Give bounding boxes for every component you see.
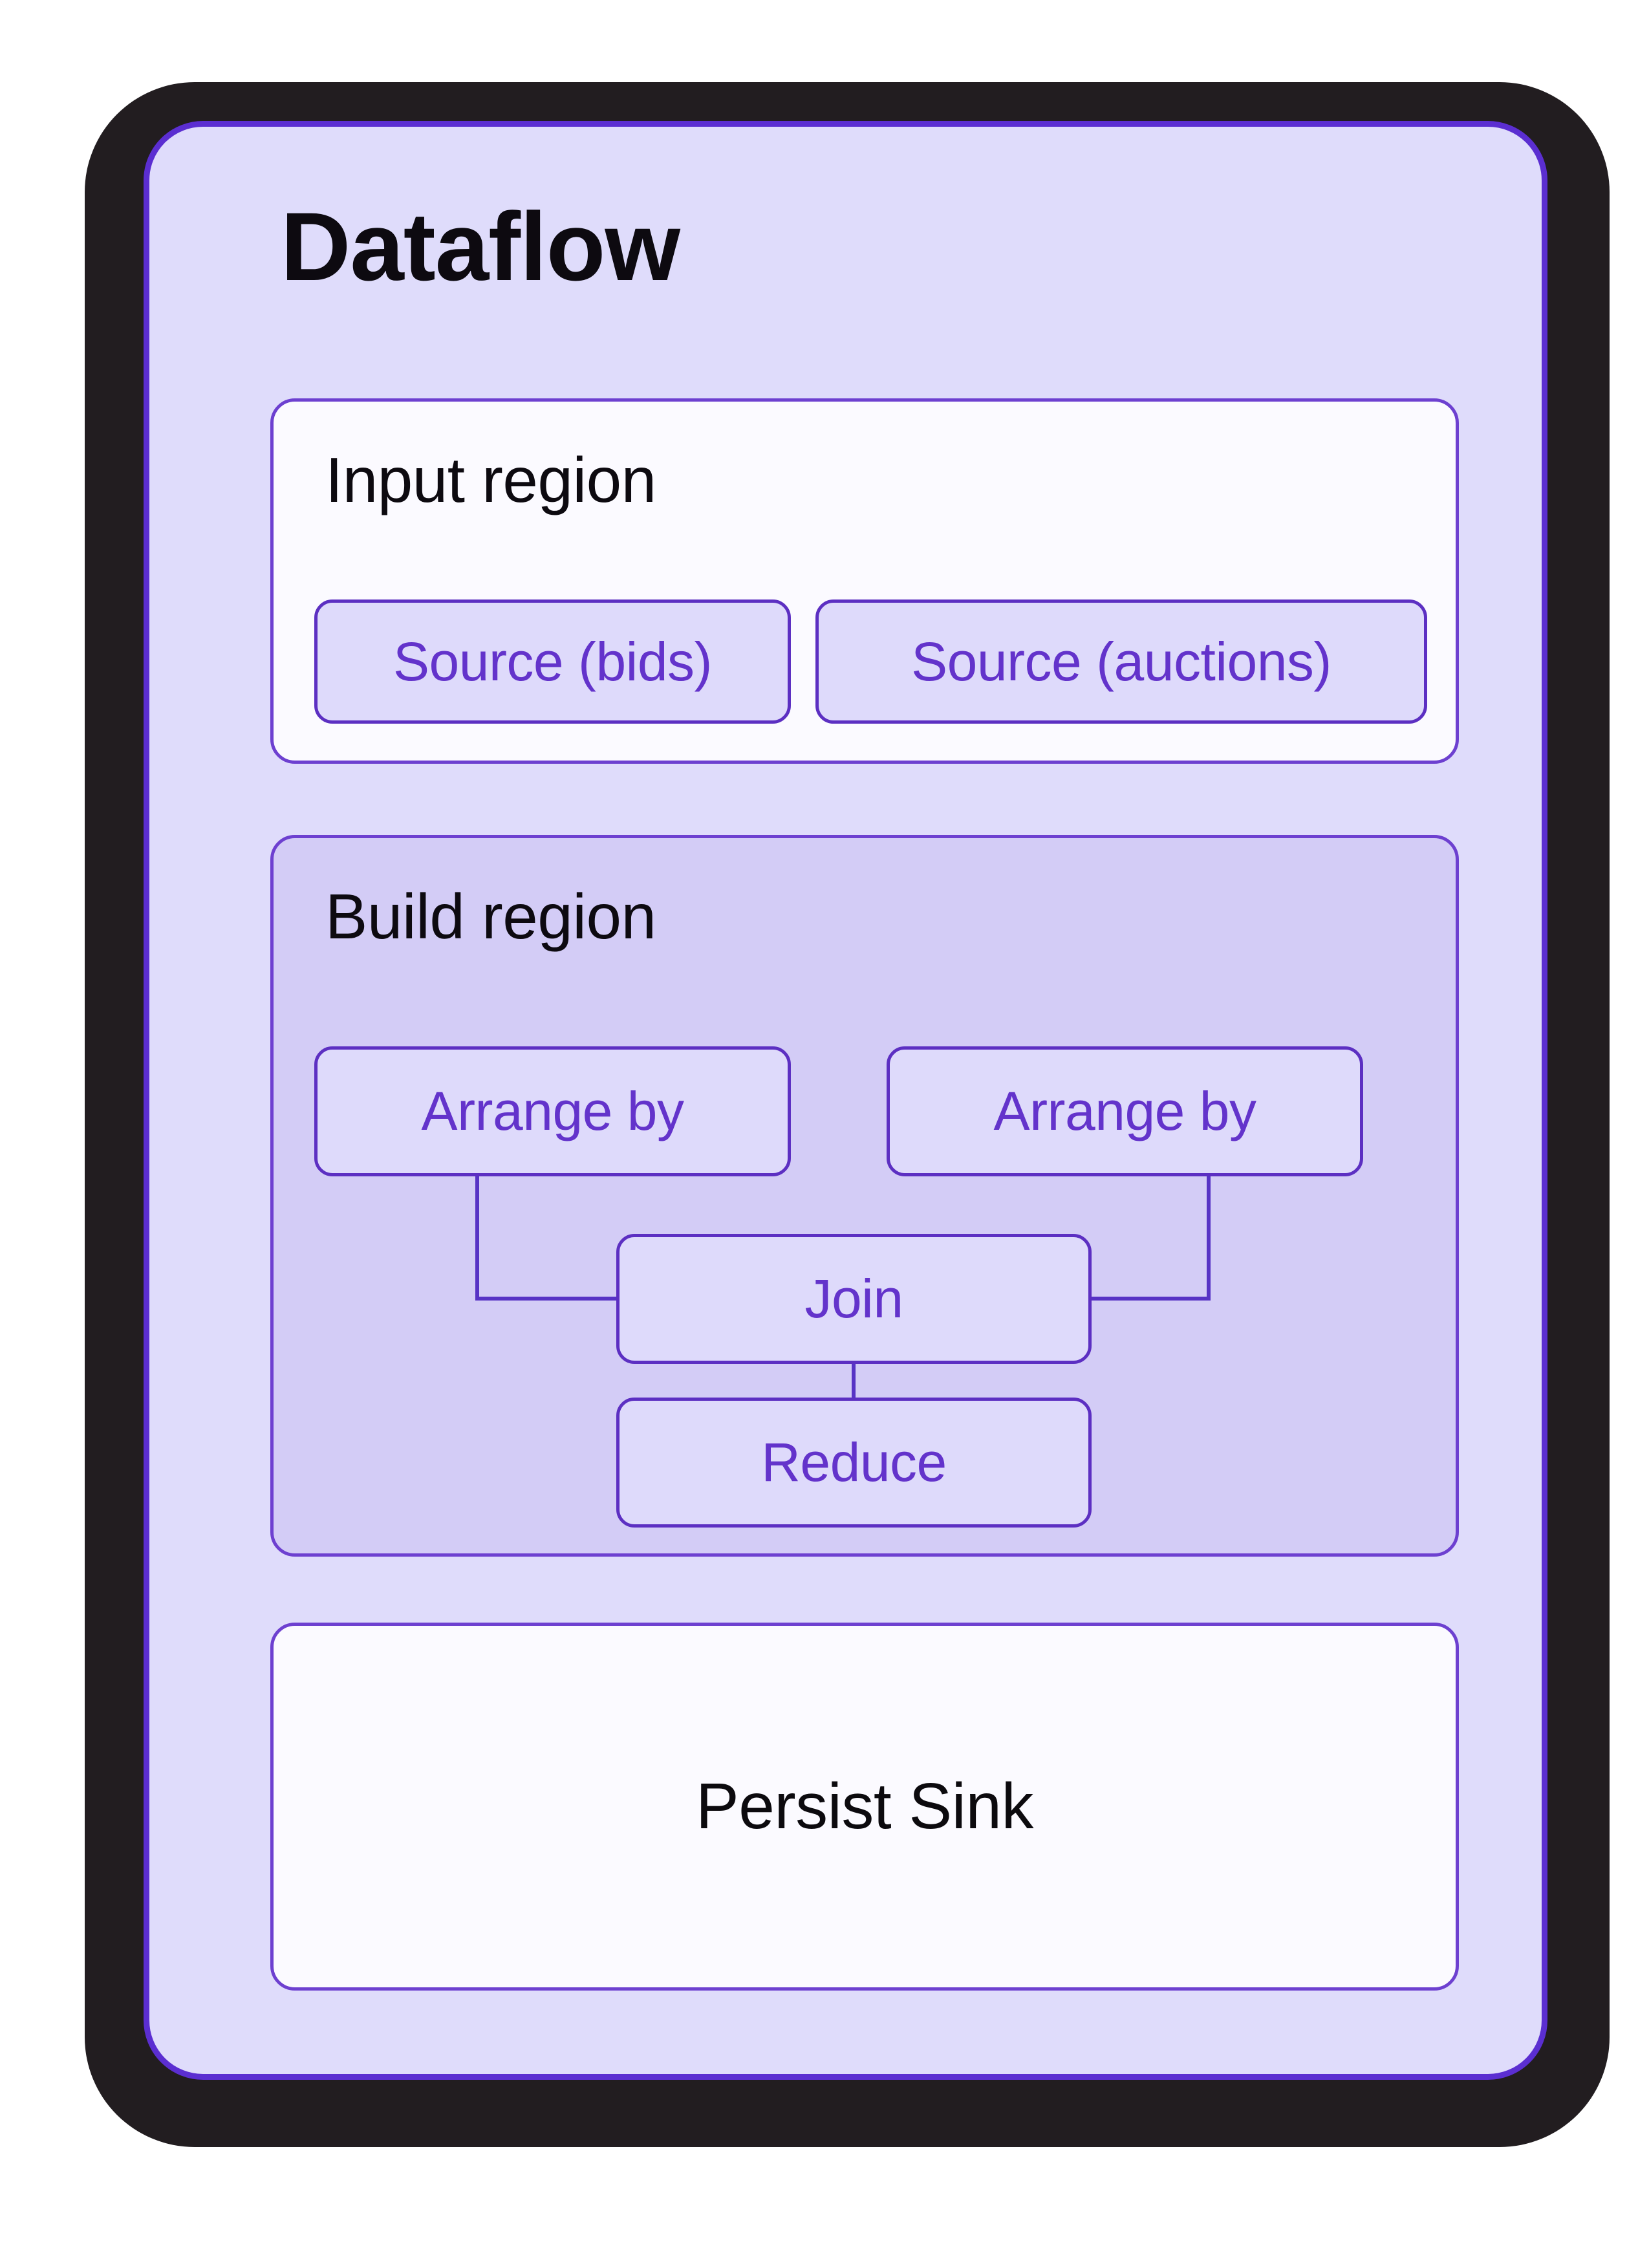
edge-join-to-reduce <box>852 1362 856 1399</box>
node-join: Join <box>616 1234 1092 1364</box>
outer-frame: Dataflow Input region Source (bids) Sour… <box>85 82 1610 2147</box>
build-region: Build region Arrange by Arrange by Join … <box>270 835 1459 1557</box>
node-arrange-by-left: Arrange by <box>314 1046 791 1176</box>
edge-arrange-left-to-join-horizontal <box>477 1297 620 1301</box>
persist-sink-label: Persist Sink <box>696 1770 1033 1842</box>
node-arrange-by-right: Arrange by <box>887 1046 1363 1176</box>
node-join-label: Join <box>804 1268 903 1329</box>
node-source-auctions: Source (auctions) <box>815 599 1427 724</box>
node-source-auctions-label: Source (auctions) <box>911 631 1331 692</box>
diagram-title: Dataflow <box>281 192 680 301</box>
node-source-bids-label: Source (bids) <box>393 631 713 692</box>
edge-arrange-right-to-join-vertical <box>1207 1174 1211 1301</box>
input-region-label: Input region <box>325 444 656 515</box>
edge-arrange-right-to-join-horizontal <box>1088 1297 1211 1301</box>
input-region: Input region Source (bids) Source (aucti… <box>270 398 1459 764</box>
node-reduce-label: Reduce <box>761 1432 947 1493</box>
persist-sink-region: Persist Sink <box>270 1623 1459 1991</box>
node-source-bids: Source (bids) <box>314 599 791 724</box>
edge-arrange-left-to-join-vertical <box>475 1174 479 1301</box>
node-reduce: Reduce <box>616 1398 1092 1528</box>
build-region-label: Build region <box>325 881 656 952</box>
node-arrange-by-left-label: Arrange by <box>421 1081 684 1141</box>
node-arrange-by-right-label: Arrange by <box>993 1081 1256 1141</box>
dataflow-panel: Dataflow Input region Source (bids) Sour… <box>144 121 1547 2080</box>
